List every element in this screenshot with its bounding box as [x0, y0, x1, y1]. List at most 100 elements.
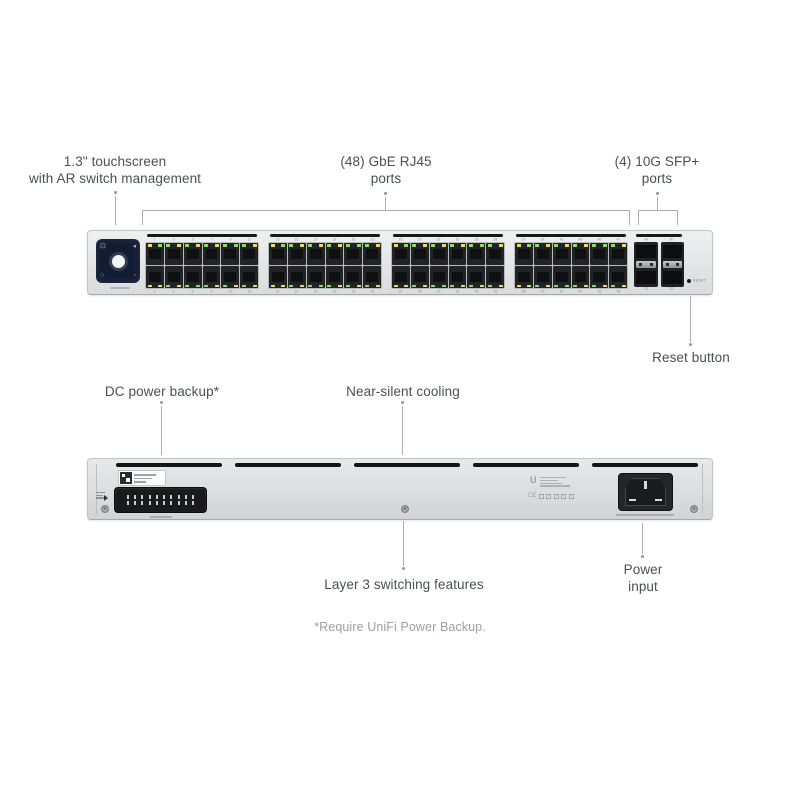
rj45-port	[467, 243, 486, 265]
bracket-sfp-right-tick	[677, 210, 678, 225]
leader-line-touchscreen	[115, 196, 116, 225]
port-led	[516, 244, 521, 247]
rj45-port	[325, 266, 344, 288]
leader-line-sfp	[657, 197, 658, 210]
port-led	[527, 244, 532, 247]
cert-icon	[553, 493, 559, 499]
port-led	[308, 244, 313, 247]
port-led	[289, 284, 294, 287]
port-led	[222, 244, 227, 247]
port-led	[327, 284, 331, 287]
layer3-callout: Layer 3 switching features	[304, 576, 504, 593]
cert-icon	[546, 493, 552, 499]
port-led	[214, 244, 219, 247]
port-led	[233, 284, 238, 287]
port-led	[281, 244, 286, 247]
port-led	[535, 244, 540, 247]
port-led	[177, 244, 182, 247]
leader-dot	[384, 192, 387, 195]
dc-backup-callout: DC power backup*	[72, 383, 252, 400]
leader-line-layer3	[403, 521, 404, 566]
touchscreen-callout-line1: 1.3" touchscreen	[63, 154, 167, 169]
screen-status-icon: ○	[100, 272, 105, 279]
ce-mark: CE	[528, 493, 537, 499]
rj45-port	[269, 266, 287, 288]
port-led	[460, 284, 465, 287]
rear-vent-slot	[354, 463, 460, 467]
port-led	[393, 284, 398, 287]
sfp-callout-line2: ports	[641, 171, 673, 186]
rj45-port	[571, 266, 590, 288]
port-led	[345, 244, 350, 247]
rj45-port	[221, 266, 240, 288]
qr-code	[120, 472, 132, 484]
port-led	[404, 284, 409, 287]
rj45-port	[552, 266, 571, 288]
port-led	[546, 244, 551, 247]
port-led	[487, 284, 492, 287]
layer3-callout-line1: Layer 3 switching features	[324, 577, 484, 592]
port-led	[289, 244, 294, 247]
port-led	[442, 284, 446, 287]
port-led	[591, 284, 596, 287]
port-led	[621, 284, 626, 287]
rj45-port	[240, 266, 258, 288]
power-inlet-pin	[655, 498, 662, 501]
rj45-port	[306, 243, 325, 265]
port-led	[554, 244, 559, 247]
leader-dot	[160, 401, 163, 404]
port-led	[300, 244, 305, 247]
port-led	[468, 244, 473, 247]
port-led	[204, 284, 208, 287]
rj45-port	[590, 243, 609, 265]
rj45-port	[287, 243, 306, 265]
vent-slot	[636, 234, 682, 237]
power-input-callout-line2: input	[628, 579, 658, 594]
port-led	[450, 244, 454, 247]
port-led	[516, 284, 521, 287]
reset-micro-label: RESET	[693, 279, 706, 283]
port-led	[364, 284, 369, 287]
rear-vent-slot	[473, 463, 579, 467]
regulatory-block: U	[530, 476, 570, 487]
port-led	[498, 244, 503, 247]
rj45-port	[363, 243, 381, 265]
ubiquiti-logo: U	[530, 475, 537, 485]
rear-right-fold	[702, 464, 703, 514]
rj45-port	[486, 266, 504, 288]
port-led	[375, 284, 380, 287]
port-led	[527, 284, 532, 287]
port-led	[423, 244, 428, 247]
screen-alert-icon: ◂	[132, 243, 136, 250]
dc-power-backup-connector	[114, 487, 207, 513]
sfp-callout: (4) 10G SFP+ ports	[577, 153, 737, 187]
sfp-callout-line1: (4) 10G SFP+	[614, 154, 700, 169]
rj45-port	[183, 266, 202, 288]
port-led	[479, 244, 484, 247]
port-led	[158, 284, 163, 287]
leader-line-reset	[690, 296, 691, 342]
rj45-port	[164, 243, 183, 265]
port-led	[546, 284, 551, 287]
port-led	[147, 284, 152, 287]
bracket-sfp-left-tick	[638, 210, 639, 225]
rj45-port	[202, 243, 221, 265]
port-led	[554, 284, 559, 287]
sfp-cage	[634, 242, 658, 287]
port-led	[300, 284, 305, 287]
screen-display-icon: ⊡	[100, 243, 106, 250]
rj45-port	[429, 243, 448, 265]
cert-icon	[568, 493, 574, 499]
port-led	[177, 284, 182, 287]
port-led	[147, 244, 152, 247]
port-led	[498, 284, 503, 287]
rj45-ports-grid	[514, 242, 628, 289]
port-led	[573, 284, 577, 287]
leader-dot	[641, 555, 644, 558]
